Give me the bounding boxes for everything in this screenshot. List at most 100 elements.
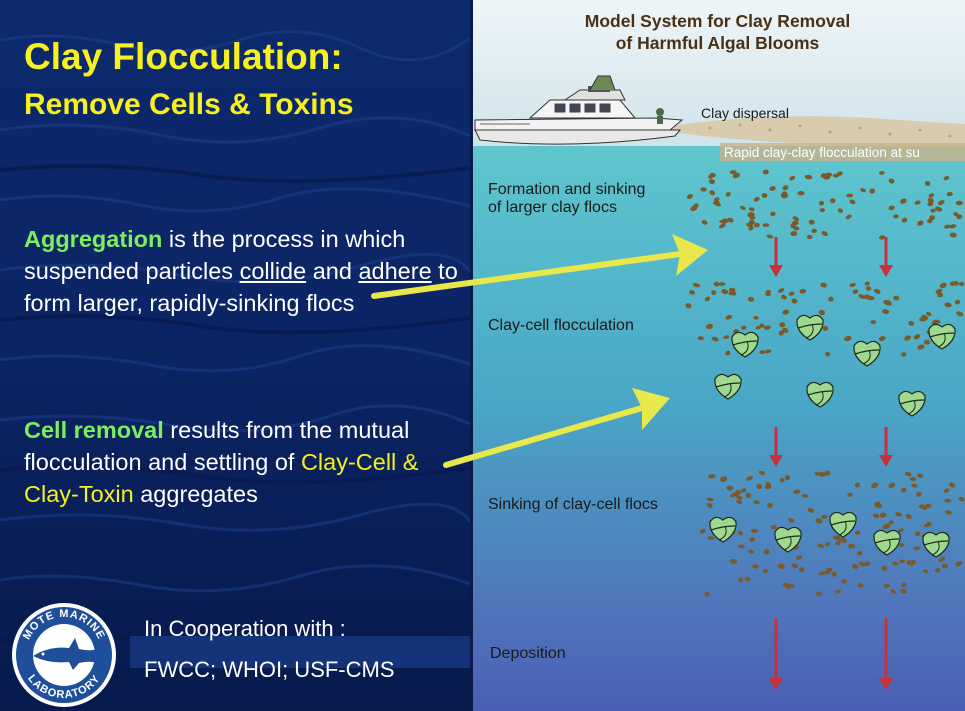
clay-particle [847, 492, 853, 497]
clay-particle [852, 563, 859, 570]
clay-particle [699, 528, 706, 534]
clay-particle [686, 194, 694, 199]
clay-particle [821, 231, 828, 237]
clay-particle [692, 283, 701, 288]
clay-particle [945, 510, 952, 515]
clay-particle [835, 589, 841, 594]
clay-particle [913, 546, 921, 551]
clay-particle [854, 482, 861, 488]
diagram-marks [685, 169, 965, 690]
collide-word: collide [239, 258, 307, 284]
shark-icon [33, 638, 101, 670]
clay-particle [723, 335, 730, 339]
clay-particle [799, 288, 807, 294]
clay-particle [720, 476, 728, 482]
clay-particle [756, 483, 763, 490]
sinking-arrow [769, 427, 783, 467]
clay-particle [748, 226, 754, 231]
aggregation-term: Aggregation [24, 226, 163, 252]
clay-particle [938, 556, 946, 563]
clay-particle [882, 309, 890, 315]
clay-particle [706, 497, 714, 502]
clay-particle [831, 571, 837, 577]
clay-particle [797, 190, 805, 196]
sinking-arrow [879, 237, 893, 277]
clay-particle [914, 200, 921, 205]
clay-particle [949, 224, 957, 229]
clay-particle [704, 591, 710, 597]
clay-particle [804, 174, 813, 180]
clay-particle [854, 530, 861, 536]
left-panel: Clay Flocculation: Remove Cells & Toxins… [0, 0, 470, 711]
clay-particle [878, 336, 886, 342]
algal-cell [774, 526, 802, 553]
clay-particle [754, 222, 760, 228]
clay-particle [901, 217, 908, 223]
clay-particle [780, 193, 789, 199]
cell-removal-paragraph: Cell removal results from the mutual flo… [24, 417, 419, 507]
clay-particle [735, 489, 741, 495]
cooperation-label: In Cooperation with : [144, 616, 346, 641]
algal-cell [898, 390, 926, 417]
algal-cell [714, 373, 742, 400]
clay-particle [701, 220, 708, 225]
clay-particle [782, 327, 789, 333]
clay-particle [820, 173, 827, 178]
clay-particle [748, 207, 755, 212]
clay-particle [789, 584, 795, 588]
clay-particle [954, 299, 961, 305]
clay-particle [745, 492, 752, 499]
clay-particle [721, 218, 728, 224]
clay-particle [901, 582, 907, 588]
clay-particle [897, 528, 904, 533]
clay-particle [860, 188, 866, 193]
clay-particle [858, 294, 866, 299]
clay-particle [884, 523, 891, 528]
clay-particle [925, 180, 931, 186]
clay-particle [718, 282, 726, 286]
clay-particle [935, 288, 943, 294]
clay-particle [949, 482, 956, 488]
clay-particle [816, 591, 822, 597]
clay-particle [927, 201, 934, 207]
clay-particle [908, 320, 915, 326]
algal-cell [796, 314, 824, 341]
clay-particle [867, 295, 875, 301]
clay-particle [916, 491, 922, 497]
clay-particle [893, 295, 900, 301]
clay-particle [944, 498, 952, 503]
clay-particle [898, 542, 905, 548]
clay-particle [732, 172, 740, 179]
clay-particle [958, 496, 965, 502]
clay-particle [788, 517, 795, 523]
clay-particle [704, 296, 711, 302]
algal-cell [853, 340, 881, 367]
clay-particle [959, 281, 965, 287]
clay-particle [888, 482, 896, 488]
clay-particle [900, 588, 907, 594]
clay-particle [847, 543, 856, 549]
clay-particle [808, 219, 815, 225]
diagram-title: Model System for Clay Removal of Harmful… [584, 11, 851, 53]
clay-particle [833, 535, 841, 540]
clay-particle [758, 470, 766, 476]
clay-particle [764, 484, 772, 490]
clay-particle [725, 350, 731, 356]
clay-particle [769, 186, 776, 191]
clay-particle [873, 501, 880, 507]
clay-particle [744, 576, 751, 582]
clay-particle [828, 296, 834, 302]
clay-particle [796, 555, 803, 560]
clay-particle [825, 542, 831, 547]
clay-particle [753, 315, 759, 320]
clay-particle [755, 325, 762, 330]
clay-particle [949, 281, 956, 286]
clay-particle [870, 320, 877, 325]
clay-particle [941, 563, 948, 569]
clay-particle [817, 543, 825, 549]
clay-particle [826, 567, 833, 573]
clay-particle [888, 520, 894, 525]
clay-particle [856, 551, 863, 556]
clay-particle [841, 578, 847, 584]
algal-cell [928, 323, 956, 350]
